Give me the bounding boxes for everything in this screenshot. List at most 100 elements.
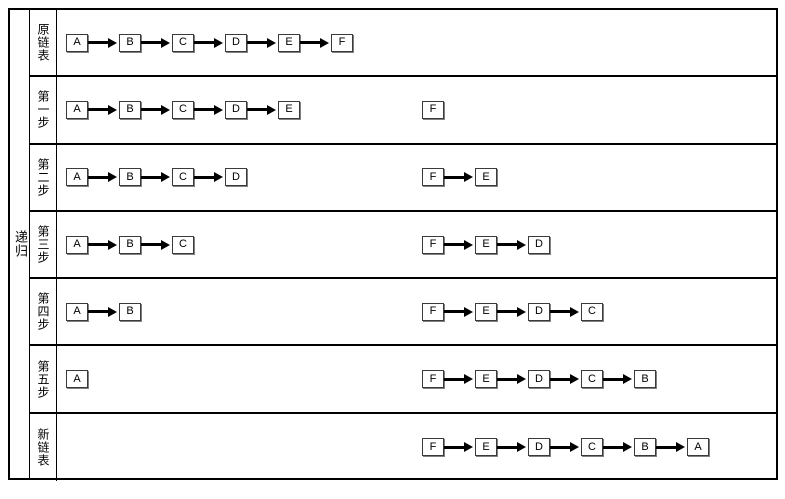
- arrow-head: [623, 442, 632, 453]
- list-node: A: [66, 100, 88, 119]
- list-node: E: [475, 370, 497, 389]
- arrow-icon: [141, 34, 172, 52]
- arrow-head: [517, 442, 526, 453]
- arrow-shaft: [444, 310, 468, 314]
- arrow-icon: [444, 370, 475, 388]
- recursion-column-label: 递归: [10, 10, 30, 478]
- arrow-shaft: [497, 445, 521, 449]
- arrow-head: [464, 374, 473, 385]
- list-node: B: [119, 235, 141, 254]
- list-node: D: [225, 168, 247, 187]
- arrow-head: [108, 37, 117, 48]
- list-node: B: [119, 302, 141, 321]
- arrow-shaft: [247, 41, 271, 45]
- arrow-icon: [88, 101, 119, 119]
- left-chain: A: [66, 369, 88, 389]
- row-label-6: 新链表: [30, 413, 57, 482]
- arrow-shaft: [497, 310, 521, 314]
- arrow-icon: [247, 101, 278, 119]
- arrow-shaft: [88, 41, 112, 45]
- list-node: E: [475, 235, 497, 254]
- list-node: A: [66, 33, 88, 52]
- arrow-icon: [247, 34, 278, 52]
- list-node: C: [172, 33, 194, 52]
- list-node: F: [422, 370, 444, 389]
- arrow-head: [108, 104, 117, 115]
- list-node: E: [475, 302, 497, 321]
- row-label-1: 第一步: [30, 77, 57, 143]
- arrow-icon: [194, 34, 225, 52]
- arrow-head: [570, 442, 579, 453]
- list-node: F: [422, 100, 444, 119]
- row-label-text: 第二步: [36, 157, 50, 197]
- arrow-shaft: [497, 377, 521, 381]
- row-label-text: 第三步: [36, 225, 50, 265]
- arrow-shaft: [550, 445, 574, 449]
- arrow-shaft: [656, 445, 680, 449]
- arrow-head: [108, 239, 117, 250]
- arrow-icon: [497, 438, 528, 456]
- arrow-shaft: [141, 243, 165, 247]
- arrow-shaft: [88, 108, 112, 112]
- arrow-shaft: [88, 175, 112, 179]
- arrow-icon: [497, 303, 528, 321]
- list-node: F: [331, 33, 353, 52]
- arrow-icon: [603, 370, 634, 388]
- arrow-shaft: [444, 377, 468, 381]
- arrow-shaft: [444, 175, 468, 179]
- arrow-icon: [141, 236, 172, 254]
- list-node: E: [278, 33, 300, 52]
- list-node: D: [528, 438, 550, 457]
- arrow-icon: [550, 438, 581, 456]
- arrow-head: [570, 306, 579, 317]
- list-node: B: [634, 370, 656, 389]
- list-node: E: [475, 438, 497, 457]
- arrow-head: [161, 104, 170, 115]
- arrow-icon: [194, 168, 225, 186]
- list-node: A: [66, 370, 88, 389]
- arrow-icon: [88, 34, 119, 52]
- arrow-shaft: [550, 310, 574, 314]
- arrow-icon: [656, 438, 687, 456]
- row-label-3: 第三步: [30, 211, 57, 278]
- list-node: F: [422, 235, 444, 254]
- arrow-head: [320, 37, 329, 48]
- row-label-2: 第二步: [30, 144, 57, 210]
- arrow-shaft: [88, 243, 112, 247]
- arrow-head: [108, 172, 117, 183]
- row-label-0: 原链表: [30, 10, 57, 76]
- arrow-shaft: [194, 108, 218, 112]
- arrow-icon: [497, 236, 528, 254]
- arrow-head: [214, 104, 223, 115]
- arrow-head: [161, 239, 170, 250]
- arrow-head: [464, 239, 473, 250]
- arrow-icon: [603, 438, 634, 456]
- recursion-label-text: 递归: [12, 230, 27, 258]
- list-node: F: [422, 302, 444, 321]
- arrow-icon: [141, 168, 172, 186]
- row-label-text: 原链表: [36, 23, 50, 63]
- arrow-shaft: [550, 377, 574, 381]
- list-node: C: [581, 302, 603, 321]
- arrow-icon: [300, 34, 331, 52]
- arrow-shaft: [603, 445, 627, 449]
- arrow-head: [570, 374, 579, 385]
